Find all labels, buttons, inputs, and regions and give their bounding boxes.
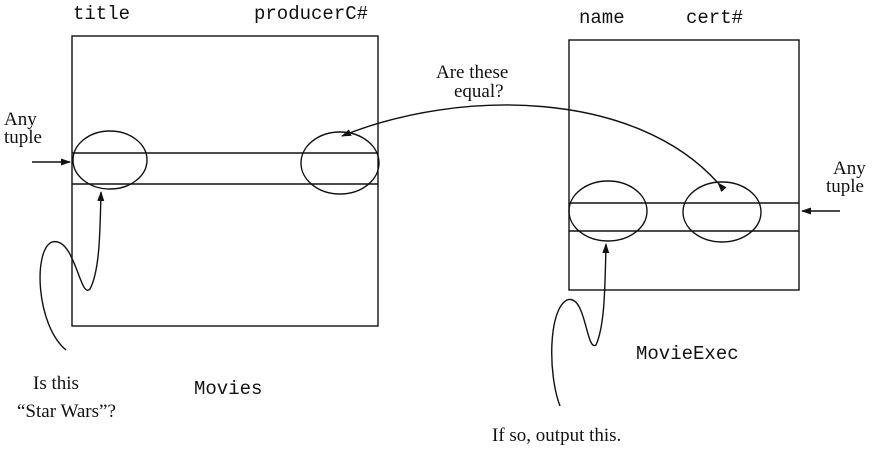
- movie-exec-column-cert: cert#: [686, 7, 743, 29]
- movies-any-tuple-label-line1: Any: [4, 109, 37, 130]
- title-check-label-line1: Is this: [33, 373, 79, 394]
- output-arrow: [551, 243, 610, 407]
- movies-table-box: [71, 35, 379, 327]
- movies-any-tuple-label-line2: tuple: [4, 127, 42, 148]
- movies-relation-name: Movies: [194, 378, 262, 400]
- movies-title-ellipse: [72, 130, 148, 190]
- compare-label-line1: Are these: [436, 62, 508, 83]
- movie-exec-cert-ellipse: [682, 181, 762, 243]
- output-label: If so, output this.: [492, 425, 621, 446]
- movies-column-title: title: [73, 3, 130, 25]
- annotations: Are these equal? Is this “Star Wars”? If…: [17, 62, 727, 446]
- movies-column-producer-cert: producerC#: [254, 3, 368, 25]
- movie-exec-table-box: [568, 39, 800, 291]
- movie-exec-name-ellipse: [568, 180, 648, 242]
- compare-label-line2: equal?: [454, 81, 504, 102]
- movie-exec-relation-name: MovieExec: [636, 343, 739, 365]
- title-check-arrow: [39, 191, 105, 351]
- movie-exec-any-tuple-label-line2: tuple: [826, 176, 864, 197]
- compare-arrow: [341, 104, 727, 193]
- title-check-label-line2: “Star Wars”?: [17, 401, 116, 422]
- movies-relation: title producerC# Any tuple Movies: [4, 3, 380, 400]
- movie-exec-column-name: name: [579, 7, 625, 29]
- movie-exec-relation: name cert# Any tuple MovieExec: [568, 7, 866, 365]
- movie-exec-any-tuple-label-line1: Any: [833, 158, 866, 179]
